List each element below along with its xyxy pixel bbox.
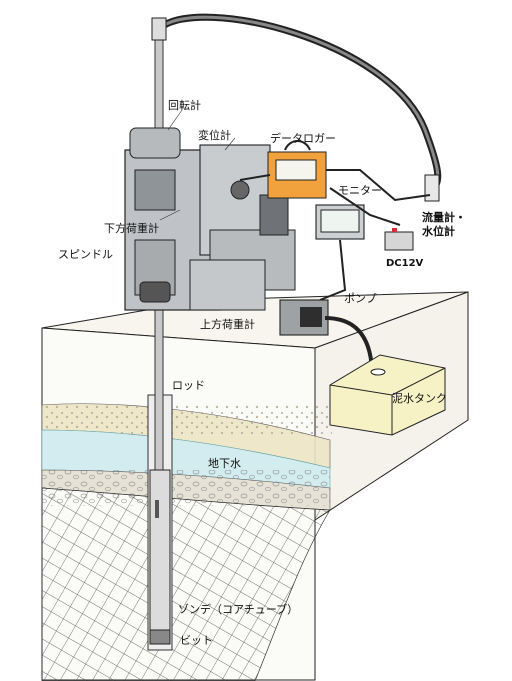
swivel [151,17,167,41]
label-mud-tank: 泥水タンク [392,392,447,405]
label-lower-load-meter: 下方荷重計 [104,222,159,235]
flowmeter [424,174,440,202]
label-displacement-meter: 変位計 [198,129,231,142]
label-flowmeter-water-level: 流量計・ 水位計 [422,211,466,238]
drill-bit [149,629,171,645]
label-bit: ビット [180,634,213,647]
label-data-logger: データロガー [270,132,336,145]
label-groundwater: 地下水 [208,457,241,470]
label-pump: ポンプ [344,292,377,305]
label-dc12v: DC12V [386,258,424,269]
mud-tank [329,354,446,436]
label-rotation-meter: 回転計 [168,99,201,112]
label-sonde: ゾンデ（コアチューブ） [178,603,299,616]
sonde-core-tube [149,469,171,631]
label-rod: ロッド [172,379,205,392]
label-upper-load-meter: 上方荷重計 [200,318,255,331]
label-spindle: スピンドル [58,248,113,261]
label-monitor: モニター [338,184,382,197]
battery [384,231,414,251]
layer-rock [41,487,331,681]
